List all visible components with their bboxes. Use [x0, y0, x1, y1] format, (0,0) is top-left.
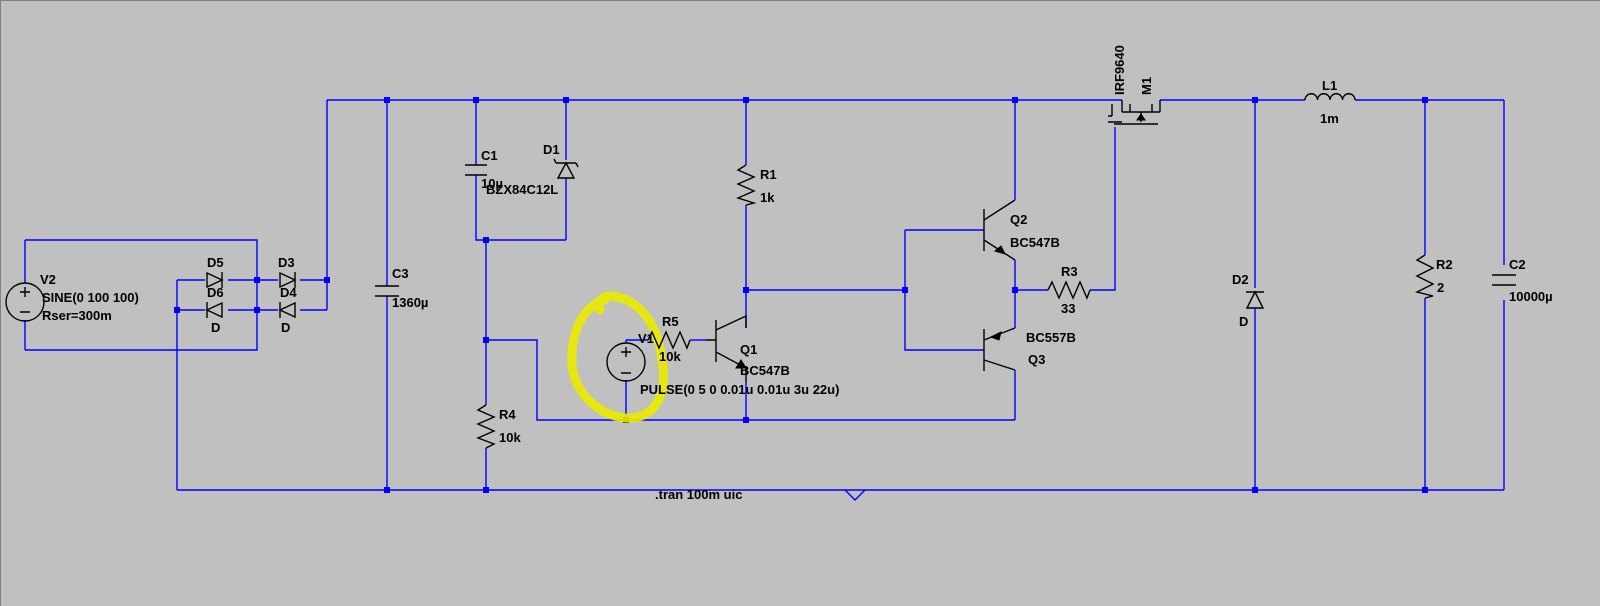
- c1-value: 10µ: [481, 176, 503, 191]
- r5-value: 10k: [659, 349, 681, 364]
- transistor-q2[interactable]: Q2 BC547B: [983, 199, 1060, 261]
- l1-ref: L1: [1322, 78, 1337, 93]
- highlight-circle: [567, 291, 668, 423]
- transistor-q1[interactable]: Q1 BC547B: [706, 314, 790, 382]
- q3-value: BC557B: [1026, 330, 1076, 345]
- r1-ref: R1: [760, 167, 777, 182]
- v2-rser: Rser=300m: [42, 308, 112, 323]
- capacitor-c1[interactable]: C1 10µ: [465, 148, 503, 191]
- c2-value: 10000µ: [1509, 289, 1553, 304]
- inductor-l1[interactable]: L1 1m: [1304, 78, 1356, 126]
- junctions: [174, 97, 1428, 493]
- d2-ref: D2: [1232, 272, 1249, 287]
- d4-value: D: [281, 320, 290, 335]
- mosfet-m1[interactable]: IRF9640 M1: [1108, 45, 1161, 125]
- d5-ref: D5: [207, 255, 224, 270]
- d2-value: D: [1239, 314, 1248, 329]
- resistor-r5[interactable]: R5 10k: [647, 314, 691, 364]
- d6-ref: D6: [207, 285, 224, 300]
- l1-value: 1m: [1320, 111, 1339, 126]
- d1-ref: D1: [543, 142, 560, 157]
- r5-ref: R5: [662, 314, 679, 329]
- resistor-r1[interactable]: R1 1k: [736, 164, 777, 206]
- resistor-r3[interactable]: R3 33: [1047, 264, 1091, 316]
- q3-ref: Q3: [1028, 352, 1045, 367]
- c1-ref: C1: [481, 148, 498, 163]
- d1-value: BZX84C12L: [486, 182, 558, 197]
- r4-value: 10k: [499, 430, 521, 445]
- d3-ref: D3: [278, 255, 295, 270]
- c3-value: 1360µ: [392, 295, 428, 310]
- d4-ref: D4: [280, 285, 297, 300]
- wires: [24, 99, 1505, 491]
- v1-pulse-source[interactable]: V1 PULSE(0 5 0 0.01u 0.01u 3u 22u): [606, 331, 839, 397]
- resistor-r4[interactable]: R4 10k: [476, 404, 521, 449]
- diode-d6[interactable]: D6 D: [205, 285, 224, 335]
- r1-value: 1k: [760, 190, 775, 205]
- c2-ref: C2: [1509, 257, 1526, 272]
- m1-ref: M1: [1139, 77, 1154, 95]
- r3-value: 33: [1061, 301, 1075, 316]
- r2-ref: R2: [1436, 257, 1453, 272]
- capacitor-c3[interactable]: C3 1360µ: [375, 266, 428, 310]
- spice-directive[interactable]: .tran 100m uic: [655, 487, 742, 502]
- ground-flag-icon: [844, 489, 866, 501]
- diode-d5[interactable]: D5: [206, 255, 224, 289]
- m1-value: IRF9640: [1112, 45, 1127, 95]
- transistor-q3[interactable]: BC557B Q3: [983, 327, 1076, 371]
- v2-value: SINE(0 100 100): [42, 290, 139, 305]
- q2-value: BC547B: [1010, 235, 1060, 250]
- q2-ref: Q2: [1010, 212, 1027, 227]
- v2-source[interactable]: V2 SINE(0 100 100) Rser=300m: [5, 272, 139, 323]
- capacitor-c2[interactable]: C2 10000µ: [1492, 257, 1553, 304]
- r3-ref: R3: [1061, 264, 1078, 279]
- diode-d3[interactable]: D3: [278, 255, 297, 289]
- q1-ref: Q1: [740, 342, 757, 357]
- resistor-r2[interactable]: R2 2: [1414, 254, 1453, 299]
- r2-value: 2: [1437, 280, 1444, 295]
- diode-d4[interactable]: D4 D: [278, 285, 297, 335]
- v2-ref: V2: [40, 272, 56, 287]
- zener-d1[interactable]: D1 BZX84C12L: [486, 142, 579, 197]
- v1-value: PULSE(0 5 0 0.01u 0.01u 3u 22u): [640, 382, 839, 397]
- q1-value: BC547B: [740, 363, 790, 378]
- d6-value: D: [211, 320, 220, 335]
- c3-ref: C3: [392, 266, 409, 281]
- r4-ref: R4: [499, 407, 516, 422]
- diode-d2[interactable]: D2 D: [1232, 272, 1265, 329]
